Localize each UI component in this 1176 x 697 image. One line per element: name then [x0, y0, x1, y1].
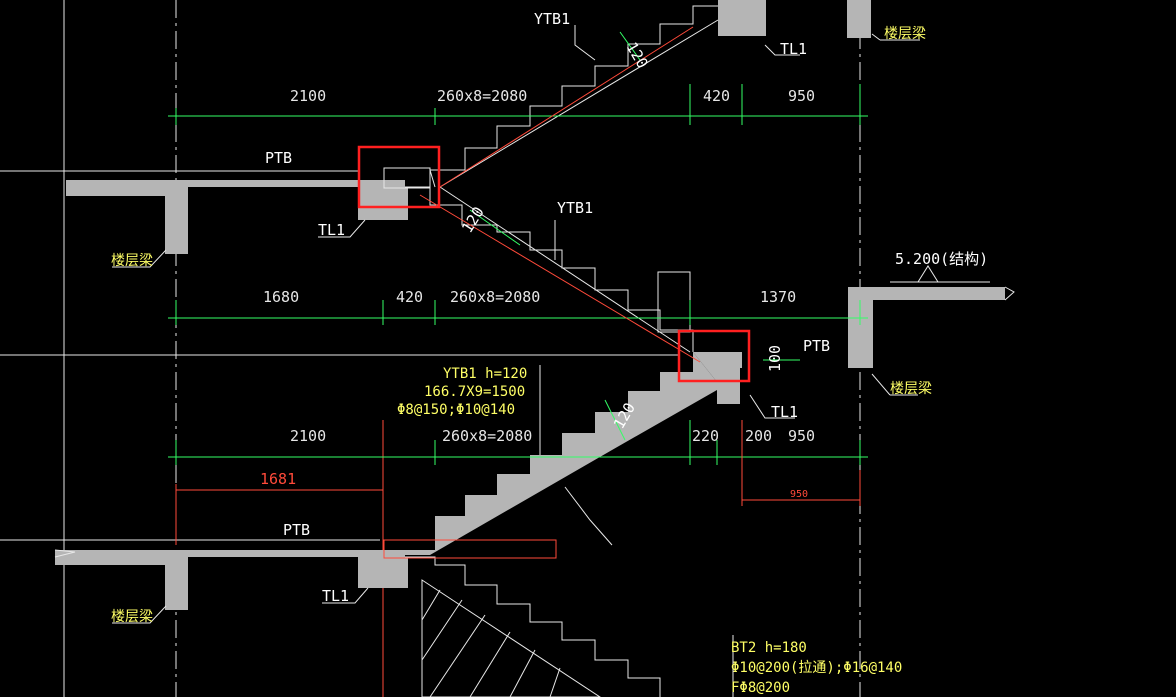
dimension-texts: 2100 260x8=2080 420 950 1680 420 260x8=2…: [260, 87, 815, 500]
highlight-boxes: [357, 145, 751, 383]
dimension-lines: [168, 84, 868, 465]
label-tl1-c: TL1: [780, 40, 807, 58]
note-bt2-line-3: FΦ8@200: [731, 680, 790, 696]
dim-red-top: 1681: [260, 470, 296, 488]
flight-bottom: [385, 352, 717, 555]
label-beam-a: 楼层梁: [111, 253, 153, 269]
tl1-beam-bottom: [358, 557, 408, 588]
dim-row1-3: 950: [788, 87, 815, 105]
dim-row2-2: 260x8=2080: [450, 288, 540, 306]
concrete-sections: [55, 0, 1005, 610]
landing-top: [66, 180, 405, 254]
label-slab-thk-b: 120: [458, 204, 488, 237]
dim-row1-0: 2100: [290, 87, 326, 105]
note-bt2-line-2: Φ10@200(拉通);Φ16@140: [731, 660, 902, 676]
highlight-box-mid: [677, 329, 751, 383]
label-ptb-bottom: PTB: [283, 521, 310, 539]
note-ytb1-line-2: 166.7X9=1500: [424, 384, 525, 400]
notes: YTB1 h=120 166.7X9=1500 Φ8@150;Φ10@140 B…: [397, 366, 902, 696]
dim-row3-3: 200: [745, 427, 772, 445]
landing-mid: [693, 287, 1005, 404]
label-ytb1-mid: YTB1: [557, 199, 593, 217]
axis-lines: [0, 0, 861, 697]
dim-row3-2: 220: [692, 427, 719, 445]
hatch-region: [421, 579, 601, 697]
label-ytb1-top: YTB1: [534, 10, 570, 28]
dim-row3-0: 2100: [290, 427, 326, 445]
label-tl1-b: TL1: [322, 587, 349, 605]
dim-row1-2: 420: [703, 87, 730, 105]
red-dimensions: [175, 26, 861, 559]
label-beam-d: 楼层梁: [890, 381, 932, 397]
dim-row3-4: 950: [788, 427, 815, 445]
label-tl1-d: TL1: [771, 403, 798, 421]
dim-row2-1: 420: [396, 288, 423, 306]
label-ptb-mid: PTB: [803, 337, 830, 355]
label-tl1-a: TL1: [318, 221, 345, 239]
dim-row2-3: 1370: [760, 288, 796, 306]
label-slab-thk-d: 100: [766, 345, 784, 372]
note-ytb1-line-1: YTB1 h=120: [443, 366, 527, 382]
label-beam-c: 楼层梁: [884, 26, 926, 42]
dim-row2-0: 1680: [263, 288, 299, 306]
tl1-beam-top: [358, 187, 408, 220]
floor-beam-upper: [847, 0, 871, 38]
highlight-box-top: [357, 145, 441, 209]
note-bt2-line-1: BT2 h=180: [731, 640, 807, 656]
landing-bottom: [55, 550, 405, 610]
tl1-beam-upper: [718, 0, 766, 36]
leader-lines: [54, 25, 1015, 697]
upper-flight-outlines: [383, 5, 719, 697]
label-ptb-top: PTB: [265, 149, 292, 167]
label-elevation: 5.200(结构): [895, 250, 988, 268]
dim-row1-1: 260x8=2080: [437, 87, 527, 105]
note-ytb1-line-3: Φ8@150;Φ10@140: [397, 402, 515, 418]
slab-arrows: [469, 31, 800, 441]
dim-row3-1: 260x8=2080: [442, 427, 532, 445]
dim-red-small: 950: [790, 489, 808, 500]
label-beam-b: 楼层梁: [111, 609, 153, 625]
